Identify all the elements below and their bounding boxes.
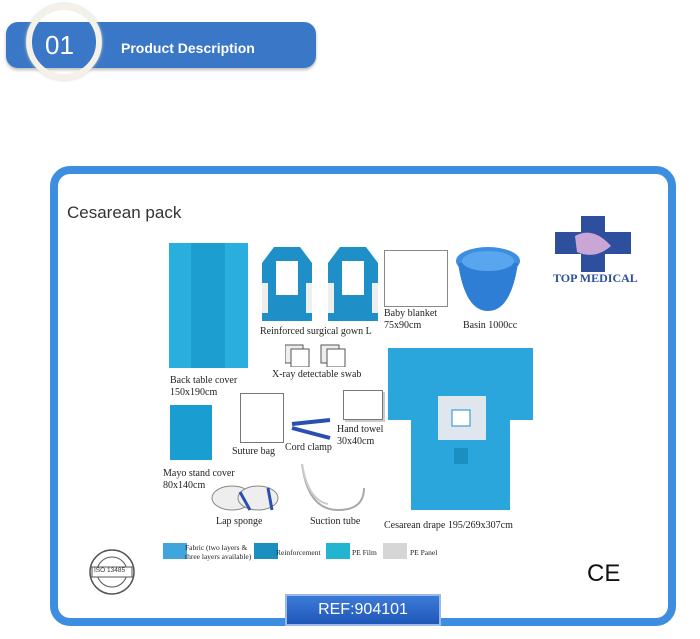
item-label: Suction tube — [310, 516, 361, 527]
iso-stamp-text: ISO 13485 — [94, 567, 126, 574]
legend-swatch-reinforcement — [254, 543, 278, 559]
mayo-stand-cover-image — [170, 405, 212, 460]
baby-blanket-image — [384, 250, 448, 307]
surgical-gown-image — [262, 247, 378, 321]
legend-label: PE Panel — [410, 548, 438, 557]
legend-label: Reinforcement — [276, 548, 321, 557]
xray-swab-image — [285, 344, 346, 367]
cesarean-drape-image — [388, 348, 533, 510]
ref-badge: REF:904101 — [285, 594, 441, 626]
section-number: 01 — [45, 30, 74, 60]
iso-certified-stamp-icon — [89, 549, 135, 595]
basin-image — [456, 247, 520, 311]
number-circle — [26, 4, 102, 80]
section-title: Product Description — [121, 40, 255, 56]
brand-logo-icon — [555, 216, 631, 272]
legend-swatch-pe-panel — [383, 543, 407, 559]
legend-label: Fabric (two layers & three layers availa… — [185, 543, 252, 561]
item-label: Cesarean drape 195/269x307cm — [384, 520, 513, 531]
pack-title: Cesarean pack — [67, 203, 182, 222]
item-label: Reinforced surgical gown L — [260, 326, 372, 337]
legend-swatch-fabric — [163, 543, 187, 559]
hand-towel-image — [343, 390, 383, 420]
lap-sponge-image — [211, 485, 279, 511]
item-label: Suture bag — [232, 446, 276, 457]
item-label: Lap sponge — [216, 516, 263, 527]
back-table-cover-image — [169, 243, 248, 368]
suction-tube-image — [301, 463, 365, 512]
legend-label: PE Film — [352, 548, 377, 557]
ce-mark: CE — [587, 560, 621, 587]
item-label: Basin 1000cc — [463, 320, 518, 331]
legend-swatch-pe-film — [326, 543, 350, 559]
suture-bag-image — [240, 393, 284, 443]
brand-name: TOP MEDICAL — [553, 271, 638, 285]
item-label: X-ray detectable swab — [272, 369, 362, 380]
item-label: Cord clamp — [285, 442, 332, 453]
cord-clamp-image — [291, 418, 331, 440]
